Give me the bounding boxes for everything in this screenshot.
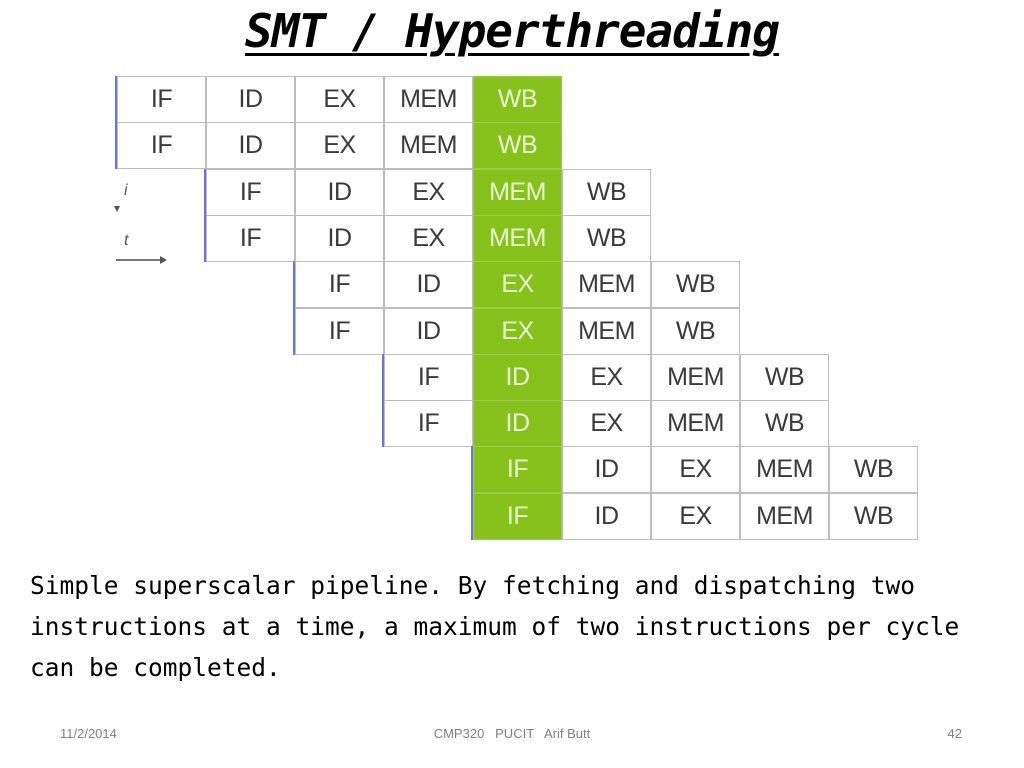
row-marker [115,122,118,169]
stage-cell-wb: WB [740,400,829,447]
stage-cell-id: ID [384,261,473,308]
time-axis-label: t [124,232,129,249]
stage-cell-if: IF [473,446,562,493]
stage-cell-if: IF [117,76,206,123]
stage-cell-wb: WB [562,215,651,262]
stage-cell-id: ID [206,122,295,169]
row-marker [382,354,385,401]
stage-cell-mem: MEM [562,308,651,355]
stage-cell-if: IF [117,122,206,169]
stage-cell-ex: EX [384,215,473,262]
stage-cell-if: IF [384,400,473,447]
row-marker [204,169,207,216]
stage-cell-mem: MEM [384,122,473,169]
stage-cell-wb: WB [562,169,651,216]
stage-cell-wb: WB [651,261,740,308]
stage-cell-mem: MEM [740,493,829,540]
row-marker [115,76,118,123]
stage-cell-ex: EX [651,446,740,493]
stage-cell-ex: EX [651,493,740,540]
stage-cell-id: ID [295,215,384,262]
stage-cell-wb: WB [473,122,562,169]
stage-cell-if: IF [473,493,562,540]
instruction-axis-label: i [124,182,128,199]
stage-cell-ex: EX [473,261,562,308]
stage-cell-id: ID [562,446,651,493]
row-marker [293,308,296,355]
stage-cell-ex: EX [473,308,562,355]
stage-cell-mem: MEM [651,354,740,401]
time-axis-arrow-icon [160,256,167,264]
stage-cell-if: IF [295,261,384,308]
stage-cell-id: ID [562,493,651,540]
stage-cell-mem: MEM [562,261,651,308]
stage-cell-ex: EX [562,354,651,401]
row-marker [204,215,207,262]
stage-cell-wb: WB [651,308,740,355]
row-marker [382,400,385,447]
stage-cell-ex: EX [295,122,384,169]
stage-cell-wb: WB [740,354,829,401]
footer-course: CMP320 PUCIT Arif Butt [433,726,591,741]
slide-caption: Simple superscalar pipeline. By fetching… [30,571,960,682]
stage-cell-if: IF [384,354,473,401]
stage-cell-wb: WB [473,76,562,123]
stage-cell-ex: EX [562,400,651,447]
stage-cell-id: ID [206,76,295,123]
row-marker [471,493,474,540]
stage-cell-if: IF [206,169,295,216]
stage-cell-wb: WB [829,446,918,493]
stage-cell-id: ID [473,354,562,401]
stage-cell-mem: MEM [473,215,562,262]
stage-cell-mem: MEM [473,169,562,216]
stage-cell-mem: MEM [384,76,473,123]
stage-cell-id: ID [295,169,384,216]
stage-cell-ex: EX [384,169,473,216]
row-marker [471,446,474,493]
stage-cell-id: ID [384,308,473,355]
instruction-axis-arrow-icon [114,206,120,212]
stage-cell-ex: EX [295,76,384,123]
stage-cell-mem: MEM [740,446,829,493]
stage-cell-mem: MEM [651,400,740,447]
row-marker [293,261,296,308]
stage-cell-if: IF [206,215,295,262]
footer-date: 11/2/2014 [60,726,117,741]
stage-cell-if: IF [295,308,384,355]
slide-title: SMT / Hyperthreading [245,4,780,58]
stage-cell-wb: WB [829,493,918,540]
time-axis-line [116,259,162,261]
stage-cell-id: ID [473,400,562,447]
footer-page-number: 42 [947,726,962,741]
